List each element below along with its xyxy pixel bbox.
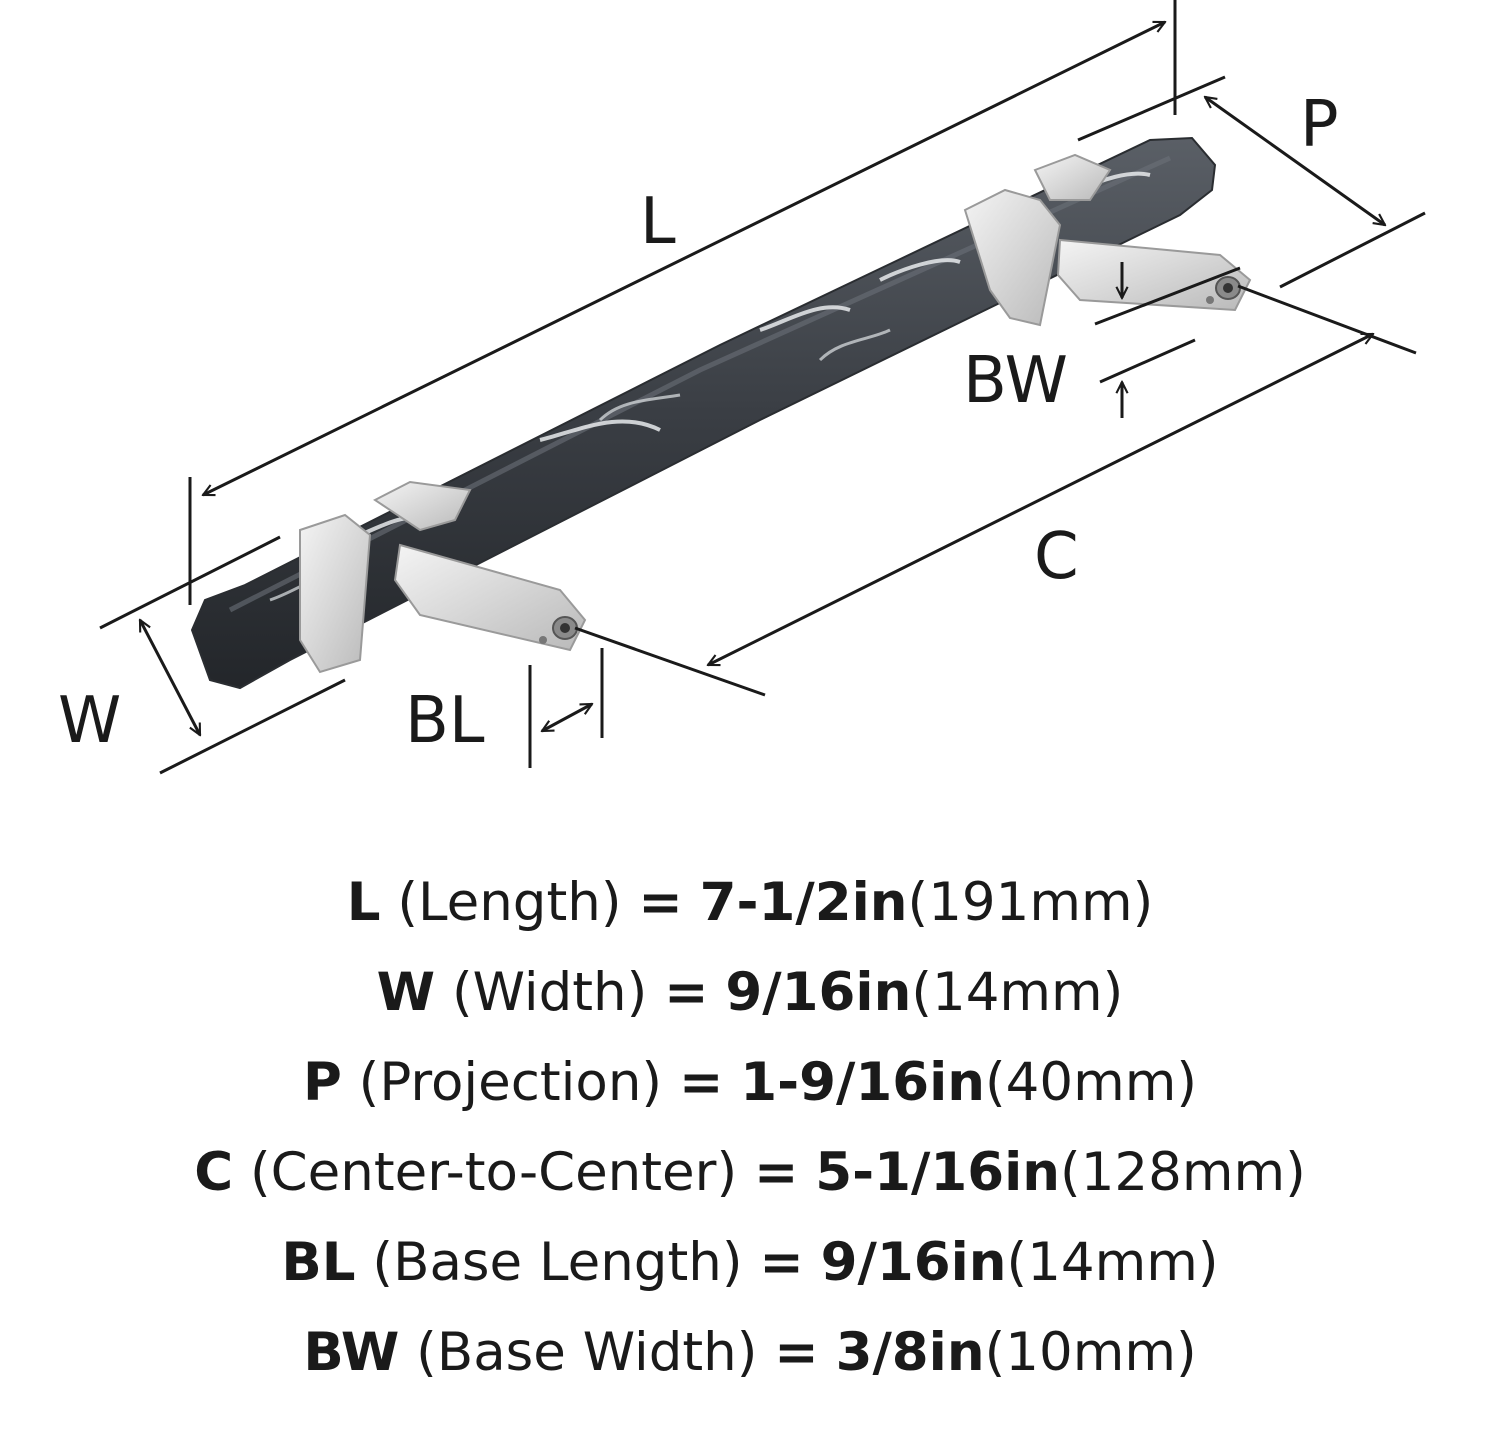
spec-row-base-width: BW (Base Width) = 3/8in(10mm) xyxy=(0,1308,1500,1398)
center-to-center-dimension: C xyxy=(574,284,1417,697)
spec-key: BL xyxy=(281,1232,356,1293)
projection-dimension: P xyxy=(1077,75,1426,289)
spec-metric: (128mm) xyxy=(1060,1142,1306,1203)
length-dimension: L xyxy=(188,0,1177,605)
spec-name: (Projection) xyxy=(358,1052,663,1113)
spec-row-width: W (Width) = 9/16in(14mm) xyxy=(0,948,1500,1038)
center-to-center-label: C xyxy=(1034,520,1079,594)
spec-name: (Center-to-Center) xyxy=(249,1142,738,1203)
spec-name: (Length) xyxy=(397,872,622,933)
spec-imperial: 9/16in xyxy=(820,1232,1007,1293)
left-standoff xyxy=(299,480,587,674)
projection-label: P xyxy=(1300,88,1339,162)
spec-imperial: 5-1/16in xyxy=(815,1142,1061,1203)
spec-imperial: 1-9/16in xyxy=(740,1052,985,1113)
spec-equals: = xyxy=(664,962,709,1023)
spec-key: BW xyxy=(303,1322,400,1383)
spec-equals: = xyxy=(638,872,683,933)
base-width-label: BW xyxy=(963,344,1068,418)
spec-key: W xyxy=(376,962,436,1023)
spec-imperial: 9/16in xyxy=(725,962,912,1023)
length-label: L xyxy=(640,185,676,259)
spec-row-base-length: BL (Base Length) = 9/16in(14mm) xyxy=(0,1218,1500,1308)
spec-metric: (10mm) xyxy=(984,1322,1197,1383)
spec-row-projection: P (Projection) = 1-9/16in(40mm) xyxy=(0,1038,1500,1128)
handle-dimension-diagram: L P BW C W BL xyxy=(58,0,1426,775)
spec-equals: = xyxy=(678,1052,724,1113)
spec-name: (Width) xyxy=(451,962,648,1023)
spec-metric: (191mm) xyxy=(907,872,1154,933)
spec-name: (Base Width) xyxy=(416,1322,758,1383)
spec-metric: (14mm) xyxy=(1006,1232,1219,1293)
spec-imperial: 3/8in xyxy=(835,1322,985,1383)
dimension-spec-list: L (Length) = 7-1/2in(191mm) W (Width) = … xyxy=(0,858,1500,1398)
spec-key: L xyxy=(346,872,381,933)
spec-equals: = xyxy=(774,1322,819,1383)
spec-row-center-to-center: C (Center-to-Center) = 5-1/16in(128mm) xyxy=(0,1128,1500,1218)
spec-row-length: L (Length) = 7-1/2in(191mm) xyxy=(0,858,1500,948)
spec-key: P xyxy=(302,1052,342,1113)
base-length-label: BL xyxy=(405,684,485,758)
width-dimension: W xyxy=(58,535,346,775)
width-label: W xyxy=(58,684,121,758)
spec-equals: = xyxy=(759,1232,804,1293)
spec-equals: = xyxy=(753,1142,799,1203)
spec-metric: (14mm) xyxy=(911,962,1124,1023)
spec-key: C xyxy=(194,1142,234,1203)
spec-metric: (40mm) xyxy=(985,1052,1198,1113)
spec-imperial: 7-1/2in xyxy=(699,872,908,933)
spec-name: (Base Length) xyxy=(372,1232,743,1293)
base-length-dimension: BL xyxy=(405,648,604,768)
